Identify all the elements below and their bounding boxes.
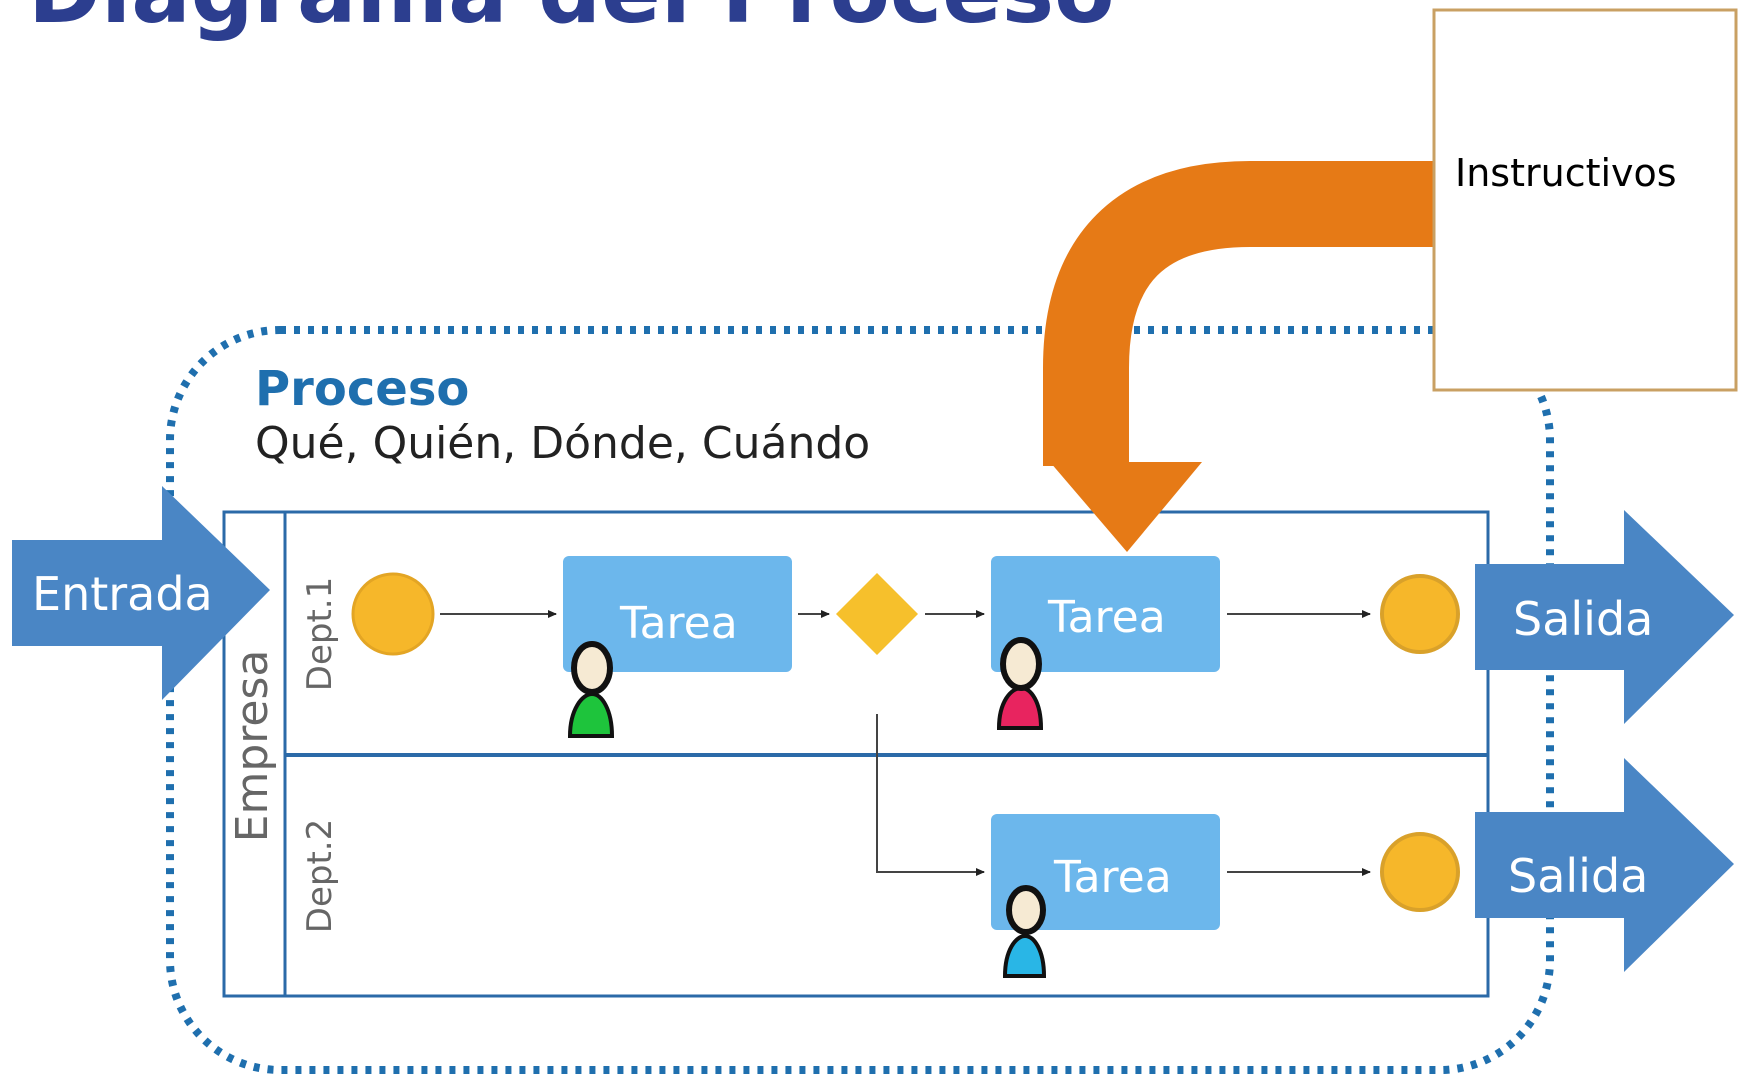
input-arrow-label: Entrada (32, 567, 213, 621)
output-arrow-1-label: Salida (1513, 592, 1653, 646)
diagram-title: Diagrama del Proceso (28, 0, 1115, 43)
instructions-note-label: Instructivos (1455, 151, 1677, 195)
task-2-performer-icon (996, 637, 1044, 730)
end-event-1 (1380, 574, 1460, 654)
instruction-arrow (1043, 161, 1440, 552)
input-arrow (12, 486, 270, 700)
output-arrow-2 (1475, 758, 1734, 972)
task-3-performer-icon (1002, 885, 1047, 978)
task-1 (563, 556, 792, 672)
lane-label-dept1: Dept.1 (300, 577, 340, 691)
gateway (836, 573, 918, 655)
task-3-label: Tarea (1053, 852, 1172, 903)
lane-label-dept2: Dept.2 (300, 819, 340, 933)
flow-gateway-to-task3 (876, 714, 985, 876)
task-2 (991, 556, 1220, 672)
task-3 (991, 814, 1220, 930)
process-subtitle: Qué, Quién, Dónde, Cuándo (255, 418, 870, 469)
output-arrow-1 (1475, 510, 1734, 724)
process-title: Proceso (255, 361, 469, 417)
process-boundary (166, 326, 1554, 1074)
task-2-label: Tarea (1047, 592, 1166, 643)
pool-label: Empresa (227, 650, 278, 843)
end-event-2 (1380, 832, 1460, 912)
instructions-note (1432, 8, 1738, 392)
start-event (351, 572, 435, 656)
task-1-performer-icon (567, 641, 615, 738)
output-arrow-2-label: Salida (1508, 849, 1648, 903)
task-1-label: Tarea (619, 598, 738, 649)
